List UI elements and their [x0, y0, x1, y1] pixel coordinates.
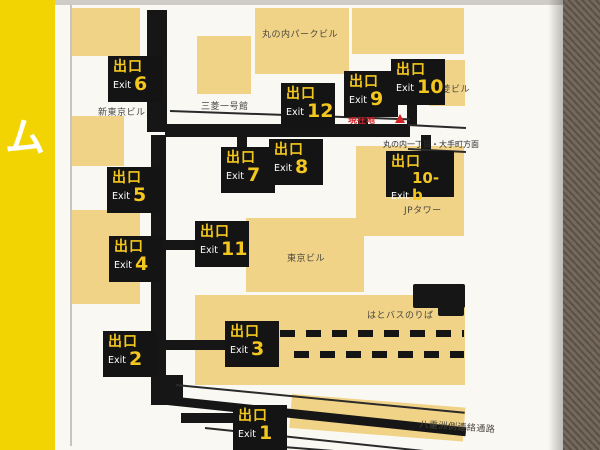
corridor-stub-exit7 [237, 135, 247, 149]
label-current-location: 現在地 [348, 116, 376, 126]
wall-background [563, 0, 600, 450]
map-left-border [70, 4, 72, 446]
exit-kanji-label: 出口 [113, 59, 143, 75]
building-marunouchi-park [255, 8, 349, 74]
exit-kanji-label: 出口 [286, 86, 316, 102]
exit-number: 7 [247, 164, 261, 187]
exit-latin-label: Exit [286, 106, 304, 118]
exit-number: 8 [295, 156, 309, 179]
exit-kanji-label: 出口 [396, 62, 426, 78]
corridor-stub-exit10 [407, 103, 417, 126]
exit-number: 1 [259, 422, 273, 445]
exit-number: 5 [133, 184, 147, 207]
exit-number: 10-b [412, 169, 440, 205]
structure-block-small [438, 306, 464, 316]
corridor-stub-exit9 [358, 113, 368, 126]
exit-kanji-label: 出口 [114, 239, 144, 255]
label-shin-tokyo-building: 新東京ビル [98, 108, 146, 118]
exit-latin-label: Exit [230, 344, 248, 356]
exit-kanji-label: 出口 [200, 224, 230, 240]
exit-kanji-label: 出口 [230, 324, 260, 340]
exit-kanji-label: 出口 [238, 408, 268, 424]
building-left-mid [72, 116, 124, 166]
exit-latin-label: Exit [108, 354, 126, 366]
corridor-stub-exit10b [421, 135, 431, 153]
exit-latin-label: Exit [396, 82, 414, 94]
corridor-stub-exit11 [164, 240, 197, 250]
building-top-left [72, 8, 140, 56]
exit-kanji-label: 出口 [391, 154, 421, 170]
platform-sign-strip: ム [0, 0, 55, 450]
exit-kanji-label: 出口 [112, 170, 142, 186]
exit-latin-label: Exit [391, 191, 409, 203]
label-hato-bus-stop: はとバスのりば [367, 311, 434, 321]
exit-number: 12 [307, 100, 334, 123]
exit-latin-label: Exit [226, 170, 244, 182]
exit-kanji-label: 出口 [108, 334, 138, 350]
exit-number: 6 [134, 73, 148, 96]
poster-top-edge [55, 0, 563, 5]
label-jp-tower: JPタワー [404, 206, 442, 216]
label-tokyo-building: 東京ビル [287, 254, 326, 264]
exit-kanji-label: 出口 [226, 150, 256, 166]
exit-kanji-label: 出口 [349, 74, 379, 90]
label-mitsubishi-building: 三菱ビル [432, 85, 471, 95]
exit-number: 9 [370, 88, 384, 111]
current-location-marker-icon [395, 114, 405, 123]
exit-number: 11 [221, 238, 248, 261]
exit-number: 4 [135, 253, 149, 276]
building-tokyo [246, 218, 364, 292]
exit-latin-label: Exit [349, 94, 367, 106]
bus-bay-dashes-row-1 [280, 330, 464, 337]
bus-bay-dashes-row-2 [294, 351, 464, 358]
building-mitsubishi-ichigokan [197, 36, 251, 94]
corridor-stub-exit1 [181, 413, 235, 423]
exit-latin-label: Exit [238, 428, 256, 440]
exit-number: 3 [251, 338, 265, 361]
corridor-stub-exit3 [164, 340, 227, 350]
exit-latin-label: Exit [274, 162, 292, 174]
label-mitsubishi-ichigokan: 三菱一号館 [201, 102, 249, 112]
platform-strip-character: ム [5, 115, 45, 161]
exit-latin-label: Exit [112, 190, 130, 202]
structure-block [413, 284, 465, 308]
exit-number: 10 [417, 76, 444, 99]
building-top-right [352, 8, 464, 54]
exit-number: 2 [129, 348, 143, 371]
street-line-right-upper [407, 124, 466, 130]
label-marunouchi-park-building: 丸の内パークビル [262, 30, 339, 40]
label-direction-marunouchi-otemachi: 丸の内一丁目・大手町方面 [383, 140, 479, 149]
exit-latin-label: Exit [114, 259, 132, 271]
corridor-main-horizontal [165, 124, 410, 137]
exit-latin-label: Exit [113, 79, 131, 91]
poster-edge-shadow [548, 0, 563, 450]
exit-kanji-label: 出口 [274, 142, 304, 158]
exit-latin-label: Exit [200, 244, 218, 256]
